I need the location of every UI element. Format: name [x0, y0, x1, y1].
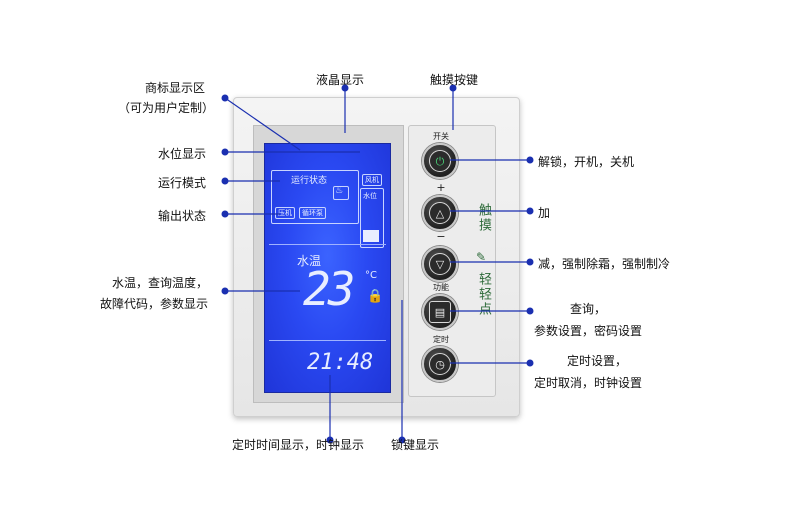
timer-label: 定时 — [433, 335, 449, 344]
label-minus: 减，强制除霜，强制制冷 — [538, 257, 671, 271]
heat-waves-icon: ♨ — [335, 186, 344, 196]
dot-water-temp — [221, 287, 229, 295]
dot-run-mode — [221, 177, 229, 185]
label-water-temp-2: 故障代码，参数显示 — [100, 297, 209, 311]
label-water-temp-1: 水温，查询温度， — [112, 276, 209, 290]
down-button[interactable]: ▽ — [422, 246, 458, 282]
timer-button[interactable]: ◷ — [422, 346, 458, 382]
label-output-status: 输出状态 — [158, 209, 207, 223]
lock-icon: 🔒 — [367, 289, 384, 304]
dot-plus — [526, 207, 534, 215]
label-key-lock: 锁键显示 — [391, 438, 440, 452]
function-label: 功能 — [433, 283, 449, 292]
label-touch-keys: 触摸按键 — [430, 73, 479, 87]
clock-icon: ◷ — [429, 353, 451, 375]
dot-timer — [526, 359, 534, 367]
book-icon: ▤ — [429, 301, 451, 323]
tap-lightly-text: 轻轻点 — [476, 272, 491, 317]
down-sign: − — [436, 230, 446, 243]
lcd-temperature: 23 — [303, 262, 355, 316]
lcd-divider-bottom — [269, 340, 386, 341]
label-unlock-power: 解锁，开机，关机 — [538, 155, 635, 169]
water-level-frame — [360, 188, 384, 248]
lcd-water-level: 水位 — [363, 192, 377, 200]
label-plus: 加 — [538, 206, 551, 220]
up-button[interactable]: △ — [422, 195, 458, 231]
dot-logo-area — [221, 94, 229, 102]
dot-output-status — [221, 210, 229, 218]
label-lcd-display: 液晶显示 — [316, 73, 365, 87]
lcd-time: 21:48 — [307, 350, 374, 375]
triangle-up-icon: △ — [429, 202, 451, 224]
heating-icon — [333, 186, 349, 200]
label-timer-2: 定时取消，时钟设置 — [534, 376, 643, 390]
label-logo-area: 商标显示区 — [145, 81, 206, 95]
label-water-level: 水位显示 — [158, 147, 207, 161]
label-timer-clock: 定时时间显示，时钟显示 — [232, 438, 365, 452]
lcd-screen: 运行状态 ♨ 压机 循环泵 风机 水位 水温 23 °C 🔒 21:48 — [264, 143, 391, 393]
lcd-pump: 循环泵 — [299, 207, 326, 219]
lcd-fan: 风机 — [362, 174, 382, 186]
touch-text: 触摸 — [476, 203, 491, 233]
dot-minus — [526, 258, 534, 266]
lcd-unit: °C — [365, 270, 377, 281]
dot-function — [526, 307, 534, 315]
label-query-2: 参数设置，密码设置 — [534, 324, 643, 338]
dot-water-level — [221, 148, 229, 156]
lcd-water-temp-label: 水温 — [297, 254, 322, 268]
power-label: 开关 — [433, 132, 449, 141]
water-level-bar — [363, 230, 379, 242]
status-frame — [271, 170, 359, 224]
feather-icon: ✎ — [476, 250, 487, 264]
function-button[interactable]: ▤ — [422, 294, 458, 330]
label-run-mode: 运行模式 — [158, 176, 207, 190]
label-logo-area-sub: （可为用户定制） — [118, 101, 215, 115]
up-sign: + — [436, 181, 446, 194]
triangle-down-icon: ▽ — [429, 253, 451, 275]
label-timer-1: 定时设置， — [567, 354, 628, 368]
power-icon: ⏻ — [429, 150, 451, 172]
lcd-divider-top — [269, 244, 386, 245]
lcd-run-status: 运行状态 — [291, 176, 328, 186]
lcd-compressor: 压机 — [275, 207, 295, 219]
dot-power — [526, 156, 534, 164]
label-query-1: 查询， — [570, 302, 607, 316]
power-button[interactable]: ⏻ — [422, 143, 458, 179]
